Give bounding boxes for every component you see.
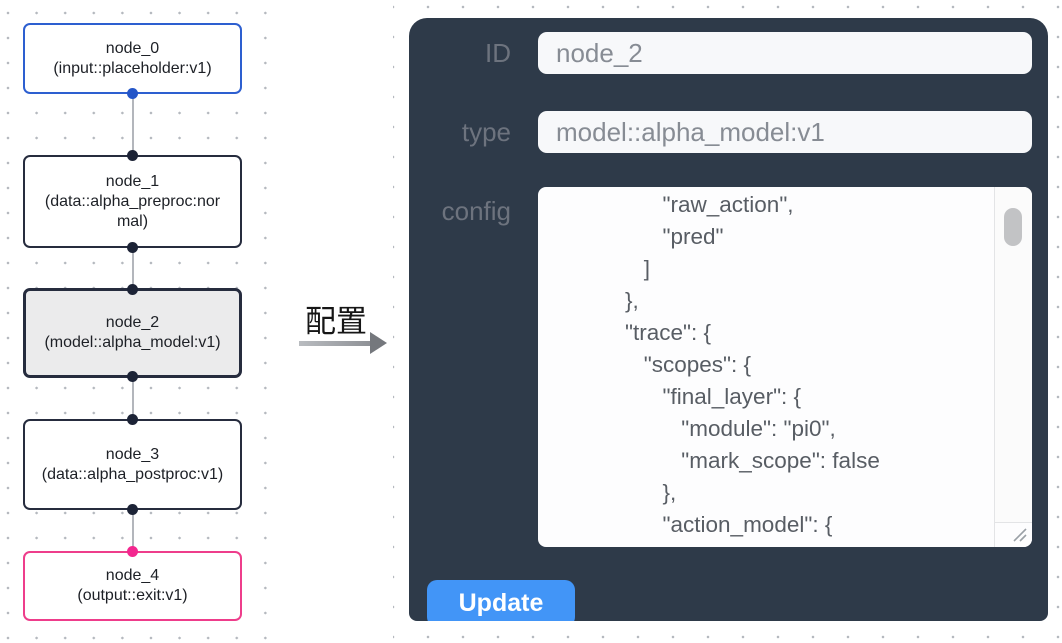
edge-node3-node4 xyxy=(132,509,134,552)
type-input[interactable] xyxy=(538,111,1032,153)
target-handle-icon[interactable] xyxy=(127,546,138,557)
node-subtitle: (model::alpha_model:v1) xyxy=(44,334,221,351)
config-scrollbar-thumb[interactable] xyxy=(1004,208,1022,246)
node-title: node_3 xyxy=(105,445,160,463)
graph-node-node3[interactable]: node_3 (data::alpha_postproc:v1) xyxy=(23,414,242,515)
type-field-label: type xyxy=(461,117,511,147)
node-subtitle: (data::alpha_preproc:normal) xyxy=(44,192,221,230)
config-scrollbar[interactable] xyxy=(994,187,1032,522)
node-title: node_2 xyxy=(105,314,160,331)
graph-node-node4[interactable]: node_4 (output::exit:v1) xyxy=(23,546,242,621)
source-handle-icon[interactable] xyxy=(127,88,138,99)
node-title: node_1 xyxy=(105,172,160,190)
id-input[interactable] xyxy=(538,32,1032,74)
config-textarea[interactable]: "raw_action", "pred" ] }, "trace": { "sc… xyxy=(538,187,1032,547)
target-handle-icon[interactable] xyxy=(127,414,138,425)
node-subtitle: (data::alpha_postproc:v1) xyxy=(41,465,224,483)
node-subtitle: (output::exit:v1) xyxy=(77,587,188,604)
config-json-text[interactable]: "raw_action", "pred" ] }, "trace": { "sc… xyxy=(625,192,880,537)
node-subtitle: (input::placeholder:v1) xyxy=(53,59,212,77)
edge-node2-node3 xyxy=(132,377,134,420)
node-title: node_0 xyxy=(105,39,160,57)
target-handle-icon[interactable] xyxy=(127,150,138,161)
graph-node-node2-selected[interactable]: node_2 (model::alpha_model:v1) xyxy=(23,284,242,382)
edge-node1-node2 xyxy=(132,247,134,289)
source-handle-icon[interactable] xyxy=(127,504,138,515)
id-field-label: ID xyxy=(485,38,511,68)
node-config-panel: ID type config "raw_action", "pred" ] },… xyxy=(409,18,1048,621)
graph-node-node1[interactable]: node_1 (data::alpha_preproc:normal) xyxy=(23,150,242,253)
config-field-label: config xyxy=(441,196,511,226)
edge-node0-node1 xyxy=(132,94,134,156)
configure-annotation-label: 配置 xyxy=(305,304,367,339)
graph-node-node0[interactable]: node_0 (input::placeholder:v1) xyxy=(23,23,242,99)
textarea-resize-handle-icon[interactable] xyxy=(994,522,1032,547)
update-button[interactable]: Update xyxy=(427,580,575,621)
right-arrow-icon xyxy=(299,341,371,346)
right-arrow-head-icon xyxy=(370,332,387,354)
source-handle-icon[interactable] xyxy=(127,371,138,382)
target-handle-icon[interactable] xyxy=(127,284,138,295)
node-title: node_4 xyxy=(105,567,160,584)
source-handle-icon[interactable] xyxy=(127,242,138,253)
